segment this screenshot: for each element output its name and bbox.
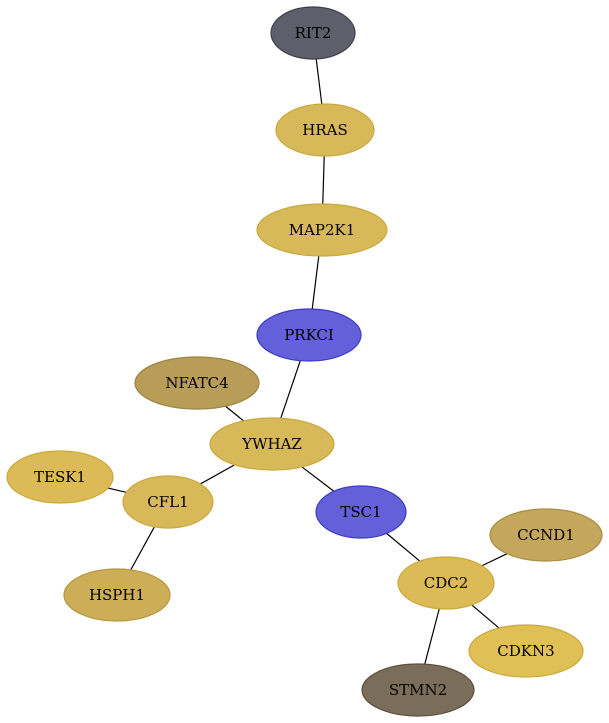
node-stmn2[interactable]: STMN2 <box>361 663 475 717</box>
node-label-hsph1: HSPH1 <box>89 586 145 604</box>
node-ellipse-cdkn3 <box>468 624 584 678</box>
edge-tesk1-cfl1 <box>107 487 127 493</box>
node-ccnd1[interactable]: CCND1 <box>489 508 603 562</box>
node-tsc1[interactable]: TSC1 <box>315 485 407 539</box>
node-ellipse-tesk1 <box>6 450 114 504</box>
node-label-cdc2: CDC2 <box>424 574 469 592</box>
node-ellipse-prkci <box>256 308 362 362</box>
node-prkci[interactable]: PRKCI <box>256 308 362 362</box>
node-ellipse-tsc1 <box>315 485 407 539</box>
edge-cdc2-stmn2 <box>424 608 440 665</box>
node-cdkn3[interactable]: CDKN3 <box>468 624 584 678</box>
node-nfatc4[interactable]: NFATC4 <box>134 356 260 410</box>
node-ellipse-cdc2 <box>397 556 495 610</box>
node-hras[interactable]: HRAS <box>275 103 375 157</box>
node-tesk1[interactable]: TESK1 <box>6 450 114 504</box>
node-label-tesk1: TESK1 <box>34 468 86 486</box>
node-label-prkci: PRKCI <box>284 326 334 344</box>
node-label-rit2: RIT2 <box>295 24 332 42</box>
edge-prkci-ywhaz <box>280 360 301 419</box>
edge-cdc2-ccnd1 <box>481 553 508 567</box>
edge-hras-map2k1 <box>322 155 325 205</box>
node-cfl1[interactable]: CFL1 <box>122 475 214 529</box>
node-label-cdkn3: CDKN3 <box>497 642 554 660</box>
edge-nfatc4-ywhaz <box>225 405 244 422</box>
node-ellipse-nfatc4 <box>134 356 260 410</box>
node-cdc2[interactable]: CDC2 <box>397 556 495 610</box>
node-ellipse-stmn2 <box>361 663 475 717</box>
node-rit2[interactable]: RIT2 <box>270 6 356 60</box>
node-ellipse-rit2 <box>270 6 356 60</box>
edge-rit2-hras <box>315 58 323 105</box>
edge-map2k1-prkci <box>311 255 320 310</box>
node-label-ccnd1: CCND1 <box>517 526 575 544</box>
node-ellipse-map2k1 <box>256 203 388 257</box>
node-label-stmn2: STMN2 <box>389 681 447 699</box>
node-label-nfatc4: NFATC4 <box>165 374 228 392</box>
edge-cdc2-cdkn3 <box>471 604 500 629</box>
edge-cfl1-hsph1 <box>130 526 155 571</box>
edge-ywhaz-tsc1 <box>301 466 335 492</box>
node-ellipse-hras <box>275 103 375 157</box>
node-map2k1[interactable]: MAP2K1 <box>256 203 388 257</box>
edge-ywhaz-cfl1 <box>200 464 236 485</box>
node-ellipse-ywhaz <box>209 417 335 471</box>
node-label-cfl1: CFL1 <box>147 493 188 511</box>
edge-tsc1-cdc2 <box>386 532 421 562</box>
node-ellipse-hsph1 <box>63 568 171 622</box>
node-hsph1[interactable]: HSPH1 <box>63 568 171 622</box>
node-label-tsc1: TSC1 <box>340 503 381 521</box>
node-label-map2k1: MAP2K1 <box>289 221 356 239</box>
edge-layer <box>107 58 508 665</box>
node-label-hras: HRAS <box>302 121 347 139</box>
node-label-ywhaz: YWHAZ <box>241 435 302 453</box>
node-ellipse-ccnd1 <box>489 508 603 562</box>
node-ellipse-cfl1 <box>122 475 214 529</box>
node-ywhaz[interactable]: YWHAZ <box>209 417 335 471</box>
